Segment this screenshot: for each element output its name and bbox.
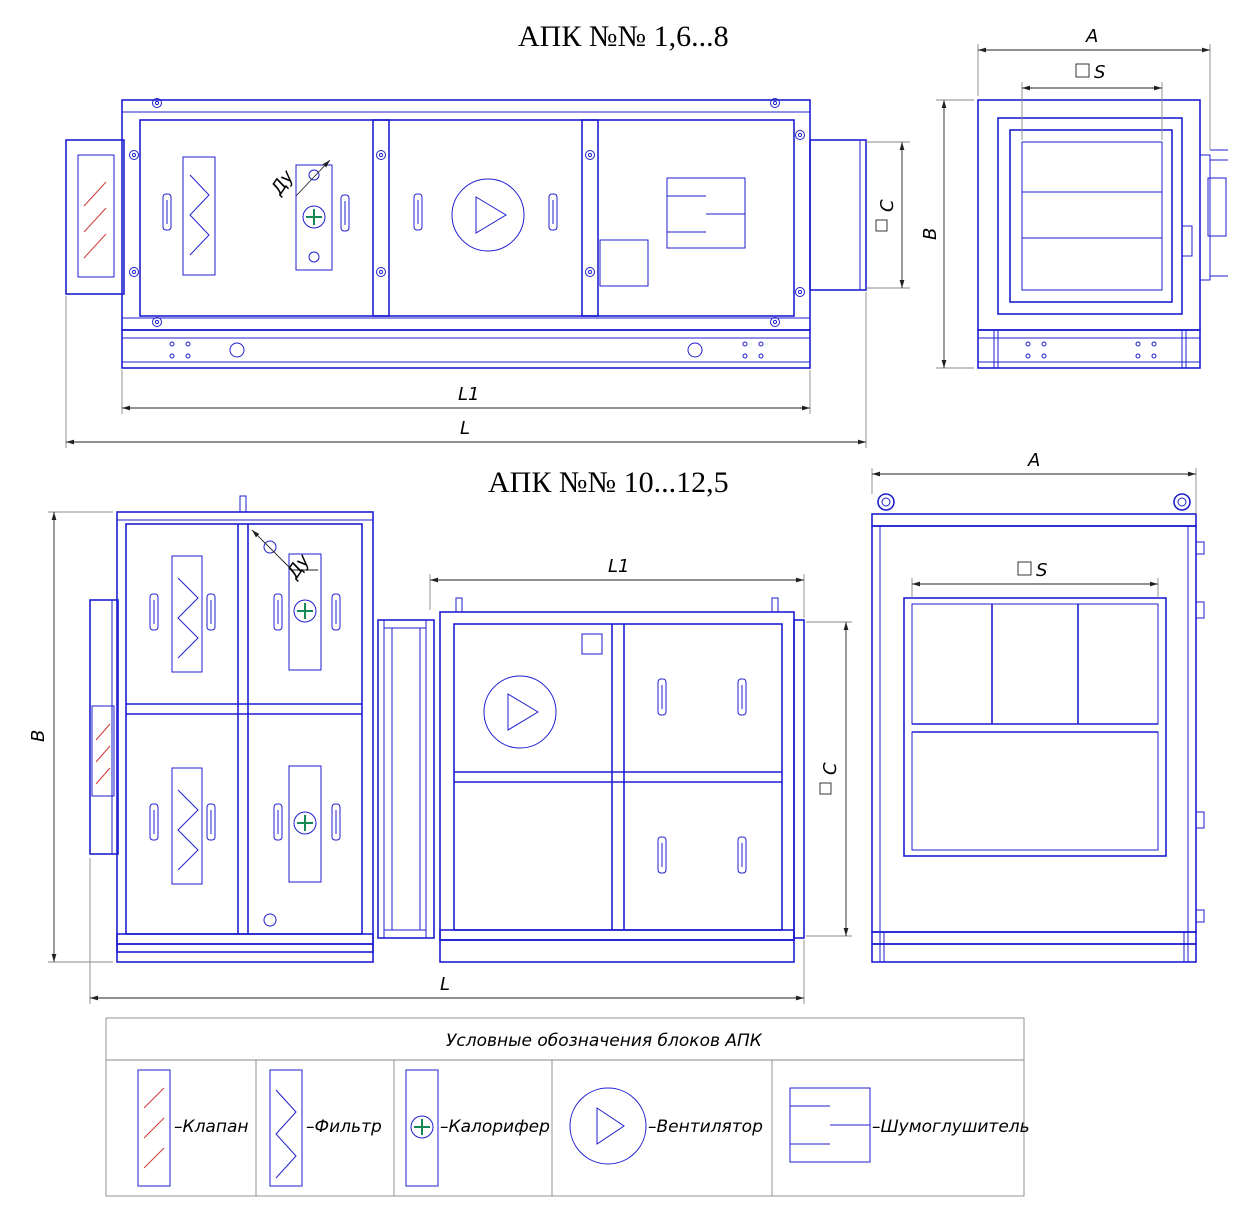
s-label-top: S <box>1094 62 1105 83</box>
du-label-bottom: Ду <box>282 550 314 583</box>
b-label-top: B <box>920 228 941 240</box>
legend-caption: Условные обозначения блоков АПК <box>446 1031 763 1051</box>
title-top: АПК №№ 1,6...8 <box>518 20 729 53</box>
a-label-top: A <box>1085 26 1098 47</box>
legend-table: Условные обозначения блоков АПК –Клапан … <box>105 1017 1030 1197</box>
du-label-top: Ду <box>266 166 298 199</box>
top-side-view: Ду C L1 L <box>65 98 910 448</box>
legend-label-filter: –Фильтр <box>306 1117 382 1137</box>
c-label-top: C <box>877 199 898 212</box>
legend-label-valve: –Клапан <box>174 1117 249 1137</box>
fan-icon <box>569 1087 647 1165</box>
l-label-bottom: L <box>440 974 450 995</box>
valve-icon <box>137 1069 171 1187</box>
silencer-icon <box>789 1087 871 1163</box>
legend-label-silencer: –Шумоглушитель <box>872 1117 1030 1137</box>
l1-label-top: L1 <box>458 384 479 405</box>
c-label-bottom: C <box>820 762 841 775</box>
b-label-bottom: B <box>28 730 49 742</box>
s-label-bottom: S <box>1036 560 1047 581</box>
bottom-front-view: S A <box>871 450 1205 963</box>
top-front-view: A S B <box>920 26 1228 369</box>
a-label-bottom: A <box>1027 450 1040 471</box>
l-label-top: L <box>460 418 470 439</box>
heater-icon <box>405 1069 439 1187</box>
l1-label-bottom: L1 <box>608 556 629 577</box>
legend-label-heater: –Калорифер <box>440 1117 550 1137</box>
filter-icon <box>269 1069 303 1187</box>
bottom-side-view: Ду L1 C <box>28 495 852 1004</box>
title-bottom: АПК №№ 10...12,5 <box>488 466 729 499</box>
legend-label-fan: –Вентилятор <box>648 1117 763 1137</box>
